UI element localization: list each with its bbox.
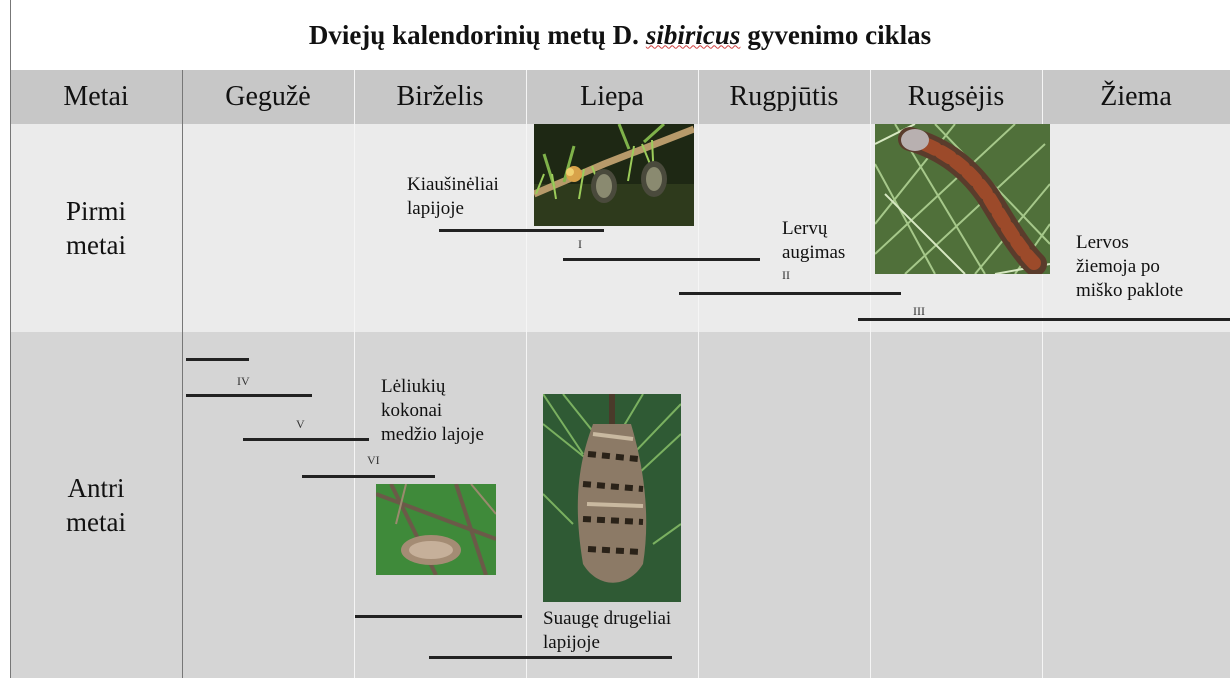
egg-clusters-photo <box>534 124 694 226</box>
life-cycle-table: Dviejų kalendorinių metų D. sibiricus gy… <box>10 0 1230 678</box>
column-header-may: Gegužė <box>182 70 354 124</box>
larvae-winter-note: Lervos žiemoja po miško paklote <box>1076 231 1183 303</box>
cocoon-photo <box>376 484 496 575</box>
column-divider <box>354 70 355 678</box>
title-prefix: Dviejų kalendorinių metų D. <box>309 20 639 51</box>
column-header-july: Liepa <box>526 70 698 124</box>
stage-iv-bar <box>186 394 312 397</box>
column-divider <box>526 70 527 678</box>
column-header-year: Metai <box>10 70 182 124</box>
stage-label-iv: IV <box>237 374 250 389</box>
title-suffix: gyvenimo ciklas <box>747 20 931 51</box>
adults-period-bar <box>429 656 672 659</box>
stage-label-iii: III <box>913 304 925 319</box>
adults-note: Suaugę drugeliai lapijoje <box>543 607 671 655</box>
stage-v-bar <box>243 438 369 441</box>
stage-vi-bar <box>302 475 435 478</box>
table-title: Dviejų kalendorinių metų D. sibiricus gy… <box>10 0 1230 71</box>
year-column-divider <box>182 70 183 678</box>
caterpillar-photo <box>875 124 1050 274</box>
stage-i-bar <box>563 258 760 261</box>
moth-photo <box>543 394 681 602</box>
stage-ii-bar <box>679 292 901 295</box>
stage-label-i: I <box>578 237 582 252</box>
column-divider <box>870 70 871 678</box>
eggs-period-bar <box>439 229 604 232</box>
stage-label-vi: VI <box>367 453 380 468</box>
title-species: sibiricus <box>646 20 741 51</box>
column-header-august: Rugpjūtis <box>698 70 870 124</box>
second-year-label: Antri metai <box>10 332 182 678</box>
column-header-september: Rugsėjis <box>870 70 1042 124</box>
eggs-note: Kiaušinėliai lapijoje <box>407 173 499 221</box>
column-header-winter: Žiema <box>1042 70 1230 124</box>
column-header-june: Birželis <box>354 70 526 124</box>
stage-label-v: V <box>296 417 305 432</box>
larvae-growth-note: Lervų augimas <box>782 217 845 265</box>
first-year-label: Pirmi metai <box>10 124 182 332</box>
column-divider <box>698 70 699 678</box>
pupae-period-bar <box>355 615 522 618</box>
stage-label-ii: II <box>782 268 790 283</box>
stage-iii-bar <box>858 318 1230 321</box>
stage-iii-continuation-bar <box>186 358 249 361</box>
pupae-note: Lėliukių kokonai medžio lajoje <box>381 375 484 447</box>
